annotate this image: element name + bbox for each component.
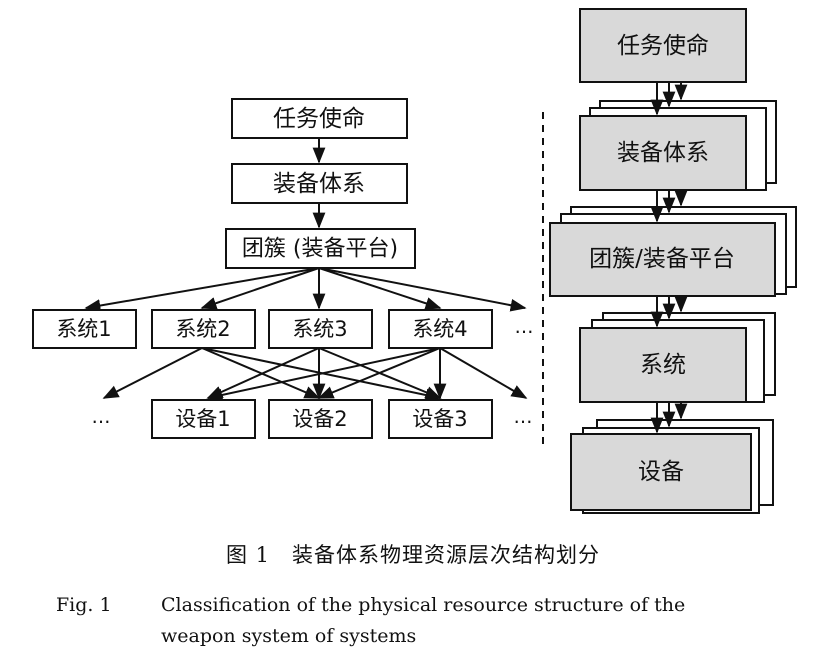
right-system-box xyxy=(579,327,747,403)
left-devices-ellipsis-right: … xyxy=(514,406,533,428)
left-device-3-label: 设备3 xyxy=(412,407,467,431)
arrow-sys4-right xyxy=(439,347,528,399)
caption-line-1: Classification of the physical resource … xyxy=(161,594,686,616)
right-cluster-label: 团簇/装备平台 xyxy=(589,246,735,272)
left-sos-box xyxy=(231,163,408,204)
arrow-sys2-dev2 xyxy=(201,347,321,399)
right-mission-label: 任务使命 xyxy=(617,33,709,59)
right-system-label: 系统 xyxy=(640,352,686,378)
left-devices-ellipsis-left: … xyxy=(92,406,111,428)
left-system-2-label: 系统2 xyxy=(175,317,230,341)
left-systems-ellipsis: … xyxy=(515,316,534,338)
arrow-cluster-sys2 xyxy=(200,267,320,310)
arrow-sys2-left xyxy=(102,347,203,399)
arrow-cluster-sys4 xyxy=(318,267,442,310)
left-sos-label: 装备体系 xyxy=(273,171,365,197)
arrow-cluster-sys1 xyxy=(84,267,320,312)
right-stack xyxy=(549,8,797,514)
right-sos-box xyxy=(579,115,747,191)
figure-caption-english: Fig. 1 Classification of the physical res… xyxy=(56,590,816,652)
arrow-cluster-more xyxy=(318,267,527,312)
left-system-2-box xyxy=(151,309,256,349)
left-device-1-label: 设备1 xyxy=(175,407,230,431)
arrow-sys4-dev2 xyxy=(317,347,441,399)
arrow-sys3-dev1 xyxy=(206,347,320,399)
left-cluster-label: 团簇 (装备平台) xyxy=(242,237,398,262)
left-system-3-box xyxy=(268,309,373,349)
figure-caption-chinese: 图 1 装备体系物理资源层次结构划分 xyxy=(225,543,601,567)
caption-line-2: weapon system of systems xyxy=(161,625,417,647)
right-device-box xyxy=(570,433,752,511)
right-device-label: 设备 xyxy=(638,459,684,485)
arrow-sys4-dev1 xyxy=(206,347,441,402)
left-mission-box xyxy=(231,98,408,139)
left-system-1-box xyxy=(32,309,137,349)
left-device-3-box xyxy=(388,399,493,439)
right-cluster-box xyxy=(549,222,776,297)
left-device-1-box xyxy=(151,399,256,439)
figure-label: Fig. 1 xyxy=(56,594,112,616)
left-system-3-label: 系统3 xyxy=(292,317,347,341)
left-system-4-box xyxy=(388,309,493,349)
left-mission-label: 任务使命 xyxy=(273,106,365,132)
left-device-2-box xyxy=(268,399,373,439)
right-mission-box xyxy=(579,8,747,83)
left-system-4-label: 系统4 xyxy=(412,317,467,341)
right-sos-label: 装备体系 xyxy=(617,140,709,166)
left-device-2-label: 设备2 xyxy=(292,407,347,431)
left-system-1-label: 系统1 xyxy=(56,317,111,341)
hierarchy-diagram: 任务使命 装备体系 团簇 (装备平台) 系统1 系统2 系统3 系统4 … … … xyxy=(32,8,797,514)
left-tree xyxy=(32,98,528,439)
